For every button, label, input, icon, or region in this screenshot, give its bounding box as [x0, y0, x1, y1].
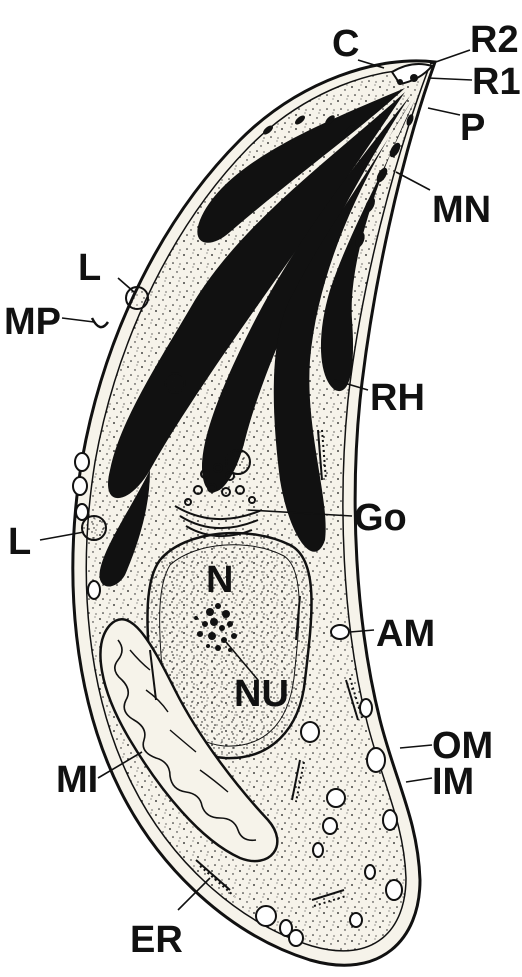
label-r2: R2 [470, 19, 519, 61]
label-l-mid: L [8, 521, 31, 563]
label-n: N [206, 559, 233, 601]
label-er: ER [130, 919, 183, 961]
label-mp: MP [4, 301, 61, 343]
micropore [92, 318, 108, 327]
label-p: P [460, 107, 485, 149]
label-mn: MN [432, 189, 491, 231]
polar-ring-2 [397, 79, 403, 85]
label-mi: MI [56, 759, 98, 801]
label-am: AM [376, 613, 435, 655]
label-l-top: L [78, 247, 101, 289]
label-r1: R1 [472, 61, 521, 103]
label-go: Go [354, 497, 407, 539]
label-rh: RH [370, 377, 425, 419]
polar-ring-1 [410, 74, 418, 82]
label-im: IM [432, 761, 474, 803]
label-conoid: C [332, 23, 359, 65]
label-nu: NU [234, 673, 289, 715]
